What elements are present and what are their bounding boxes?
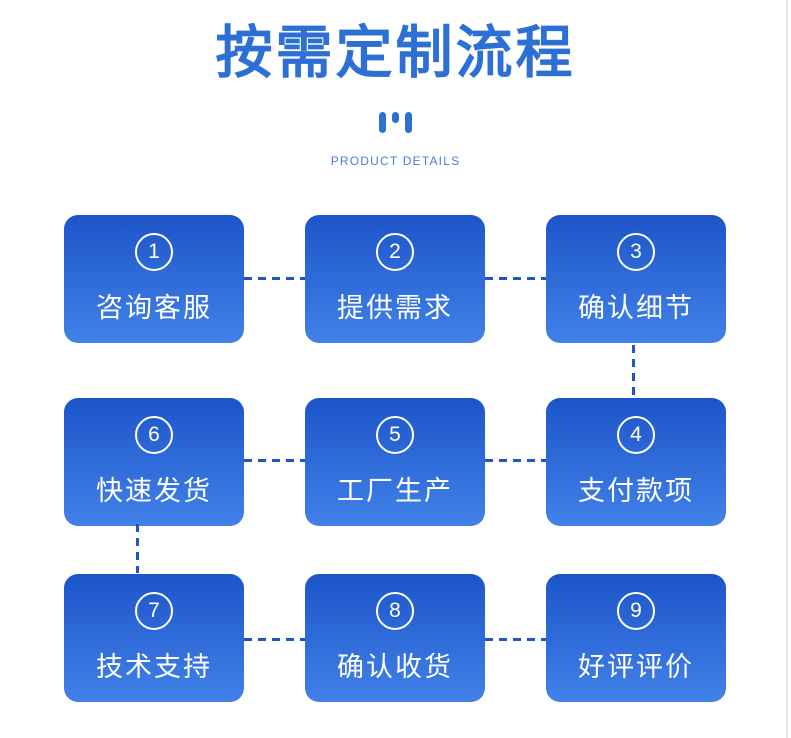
section-subtitle: PRODUCT DETAILS (330, 154, 461, 168)
step-label: 确认细节 (578, 293, 694, 323)
bar-middle (392, 112, 399, 123)
connector-step6-step7 (136, 524, 139, 573)
step-number-badge: 7 (135, 592, 173, 630)
step-number-badge: 6 (135, 416, 173, 454)
step-label: 提供需求 (337, 293, 453, 323)
bar-right (405, 112, 412, 133)
step-card-2: 2 提供需求 (305, 215, 485, 343)
step-number-badge: 3 (617, 233, 655, 271)
step-label: 确认收货 (337, 652, 453, 682)
connector-step8-step9 (485, 638, 546, 641)
page-right-edge-divider (786, 0, 788, 738)
step-card-6: 6 快速发货 (64, 398, 244, 526)
step-label: 好评评价 (578, 652, 694, 682)
step-number-badge: 2 (376, 233, 414, 271)
step-card-5: 5 工厂生产 (305, 398, 485, 526)
step-number-badge: 8 (376, 592, 414, 630)
bar-left (379, 112, 386, 133)
connector-step1-step2 (244, 277, 305, 280)
step-card-1: 1 咨询客服 (64, 215, 244, 343)
connector-step3-step4 (632, 345, 635, 397)
step-label: 支付款项 (578, 476, 694, 506)
step-label: 技术支持 (96, 652, 212, 682)
step-card-3: 3 确认细节 (546, 215, 726, 343)
step-card-9: 9 好评评价 (546, 574, 726, 702)
step-card-7: 7 技术支持 (64, 574, 244, 702)
step-card-8: 8 确认收货 (305, 574, 485, 702)
connector-step7-step8 (244, 638, 305, 641)
step-number-badge: 1 (135, 233, 173, 271)
step-label: 工厂生产 (337, 476, 453, 506)
three-bars-icon (0, 112, 791, 133)
section-header: 按需定制流程 PRODUCT DETAILS (0, 0, 791, 168)
page-title: 按需定制流程 (215, 21, 576, 85)
step-label: 咨询客服 (96, 293, 212, 323)
connector-step6-step5 (244, 459, 305, 462)
step-number-badge: 5 (376, 416, 414, 454)
step-number-badge: 4 (617, 416, 655, 454)
connector-step5-step4 (485, 459, 546, 462)
step-label: 快速发货 (96, 476, 212, 506)
connector-step2-step3 (485, 277, 546, 280)
step-card-4: 4 支付款项 (546, 398, 726, 526)
step-number-badge: 9 (617, 592, 655, 630)
